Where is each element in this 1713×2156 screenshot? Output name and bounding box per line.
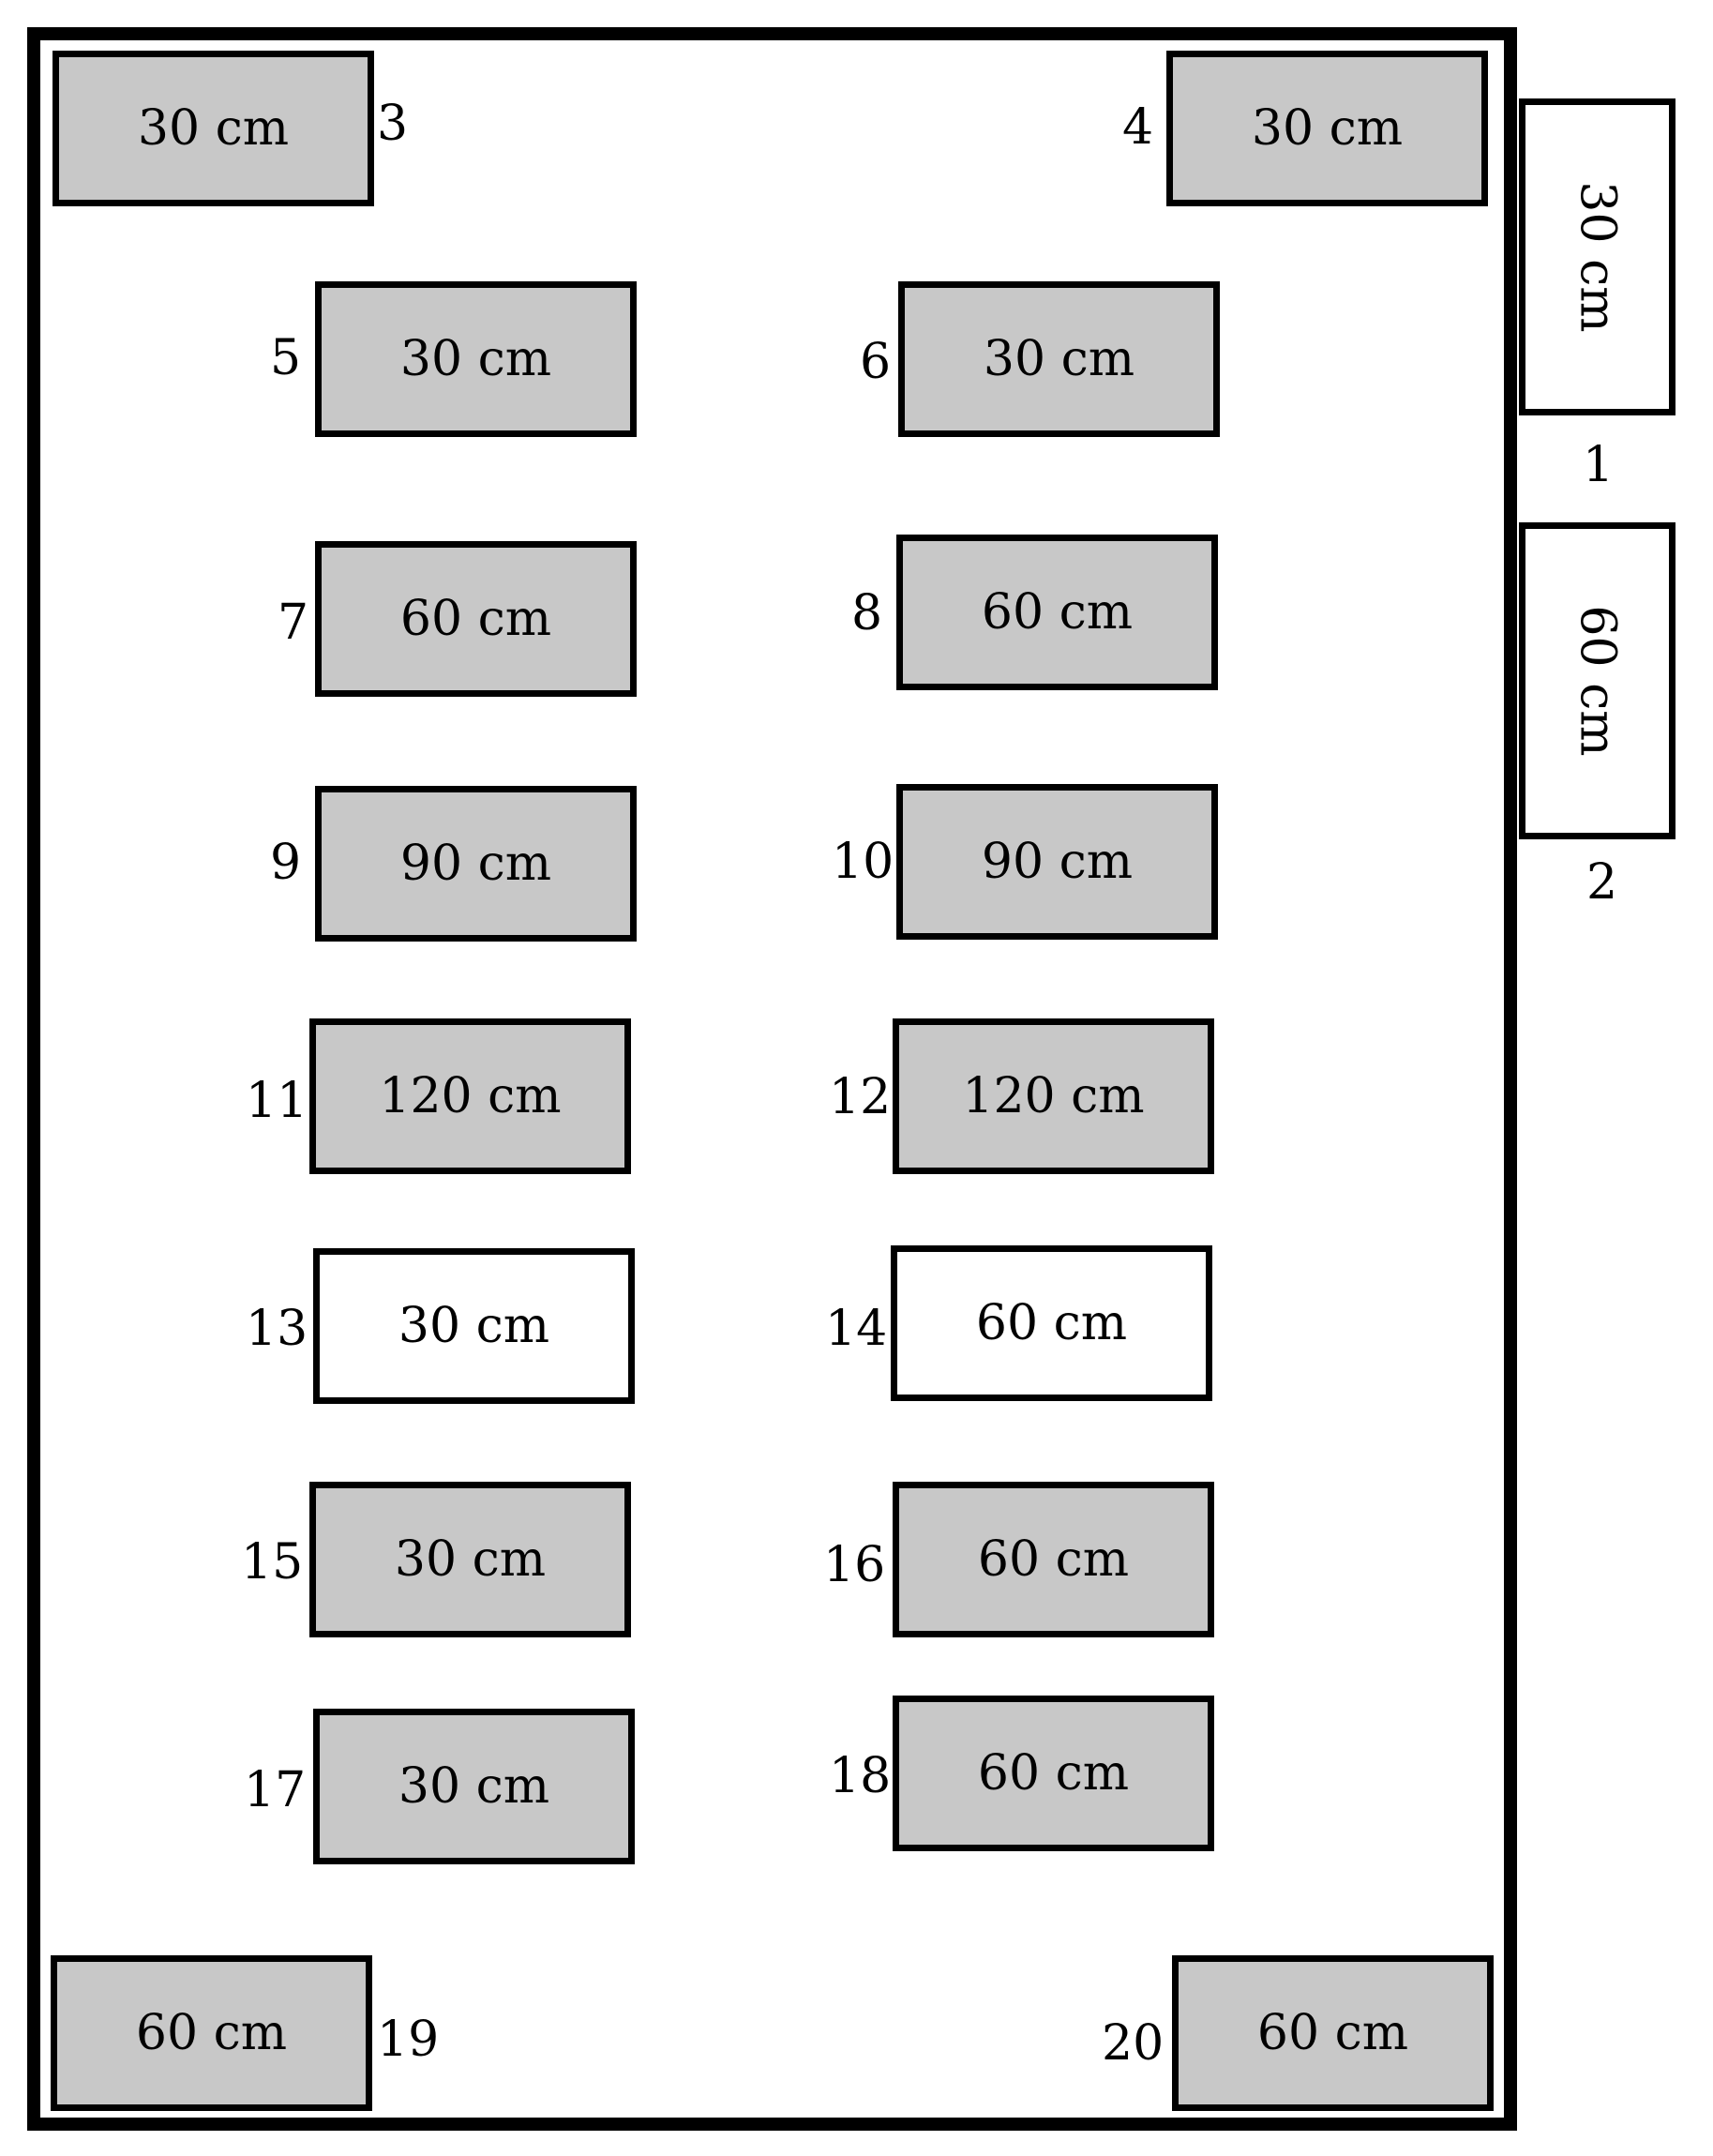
plot-10-box: 90 cm [896, 784, 1218, 940]
plot-2-number: 2 [1586, 854, 1618, 911]
plot-10-number: 10 [832, 834, 894, 890]
plot-19-box: 60 cm [51, 1955, 372, 2111]
plot-11-box: 120 cm [309, 1018, 631, 1174]
plot-9-number: 9 [270, 835, 302, 891]
plot-1-size: 30 cm [1569, 181, 1626, 333]
plot-3-number: 3 [377, 96, 409, 152]
plot-4-number: 4 [1122, 99, 1154, 156]
plot-13-box: 30 cm [313, 1248, 635, 1404]
plot-11-number: 11 [246, 1073, 308, 1129]
plot-8-number: 8 [851, 585, 883, 641]
plot-9-box: 90 cm [315, 786, 637, 942]
plot-1-box: 30 cm [1519, 98, 1675, 415]
plot-5-number: 5 [270, 330, 302, 386]
plot-17-box: 30 cm [313, 1709, 635, 1864]
plot-14-number: 14 [825, 1301, 888, 1357]
plot-15-box: 30 cm [309, 1482, 631, 1637]
plot-17-number: 17 [244, 1762, 307, 1818]
plot-18-number: 18 [829, 1748, 892, 1804]
plot-5-box: 30 cm [315, 281, 637, 437]
plot-13-number: 13 [246, 1301, 308, 1357]
plot-1-number: 1 [1583, 437, 1615, 493]
plot-14-box: 60 cm [891, 1245, 1212, 1401]
plot-3-box: 30 cm [53, 51, 374, 206]
plot-6-number: 6 [860, 334, 892, 390]
plot-16-number: 16 [823, 1537, 886, 1593]
plot-16-box: 60 cm [893, 1482, 1214, 1637]
plot-2-size: 60 cm [1569, 605, 1626, 757]
plot-15-number: 15 [241, 1534, 304, 1591]
plot-7-box: 60 cm [315, 541, 637, 697]
plot-6-box: 30 cm [898, 281, 1220, 437]
plot-7-number: 7 [278, 595, 309, 651]
room-outline [27, 27, 1517, 2131]
plot-2-box: 60 cm [1519, 522, 1675, 839]
plot-4-box: 30 cm [1166, 51, 1488, 206]
plot-12-number: 12 [829, 1069, 892, 1125]
plot-19-number: 19 [377, 2012, 440, 2068]
plot-20-number: 20 [1102, 2015, 1165, 2072]
plot-20-box: 60 cm [1172, 1955, 1494, 2111]
plot-12-box: 120 cm [893, 1018, 1214, 1174]
plot-18-box: 60 cm [893, 1696, 1214, 1851]
plot-8-box: 60 cm [896, 535, 1218, 690]
